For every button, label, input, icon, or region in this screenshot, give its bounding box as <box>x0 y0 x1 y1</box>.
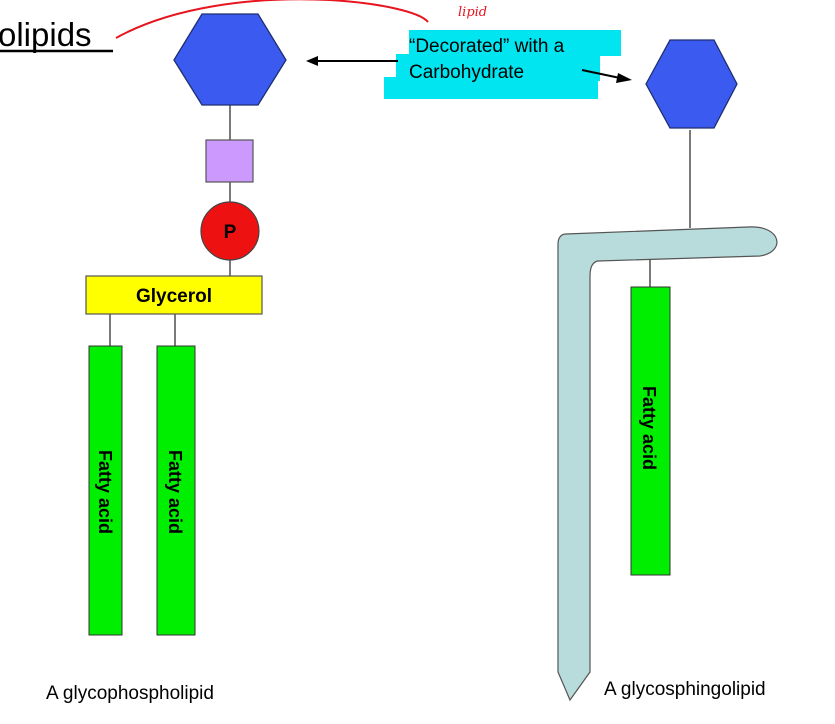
sphingosine-backbone <box>557 226 778 702</box>
slide-title-fragment: olipids <box>0 16 92 53</box>
annotation-line-1: “Decorated” with a <box>409 36 565 57</box>
glycophospholipid-caption: A glycophospholipid <box>46 683 214 704</box>
glycerol-box <box>85 275 263 315</box>
carbohydrate-hexagon <box>645 39 738 129</box>
fatty-acid-label-2: Fatty acid <box>165 450 185 534</box>
annotation-highlight <box>384 30 621 99</box>
annotation-line-2: Carbohydrate <box>409 62 524 83</box>
glycophospholipid-diagram: P Glycerol Fatty acid Fatty acid A glyco… <box>46 13 287 704</box>
arrow-to-right-carbohydrate <box>581 69 632 83</box>
fatty-acid-chain <box>630 286 671 576</box>
fatty-acid-label: Fatty acid <box>639 386 659 470</box>
glycerol-label: Glycerol <box>136 286 212 307</box>
linker-square <box>205 139 254 183</box>
phosphate-circle <box>200 201 260 261</box>
arrow-to-left-carbohydrate <box>306 56 398 66</box>
fatty-acid-chain-1 <box>88 345 123 636</box>
phosphate-label: P <box>224 222 237 243</box>
carbohydrate-hexagon <box>173 13 287 106</box>
pen-annotation-stroke <box>115 0 429 39</box>
handwritten-note: lipid <box>458 5 487 20</box>
glycosphingolipid-diagram: Fatty acid A glycosphingolipid <box>557 39 778 702</box>
fatty-acid-label-1: Fatty acid <box>95 450 115 534</box>
fatty-acid-chain-2 <box>156 345 196 636</box>
glycosphingolipid-caption: A glycosphingolipid <box>604 679 766 700</box>
